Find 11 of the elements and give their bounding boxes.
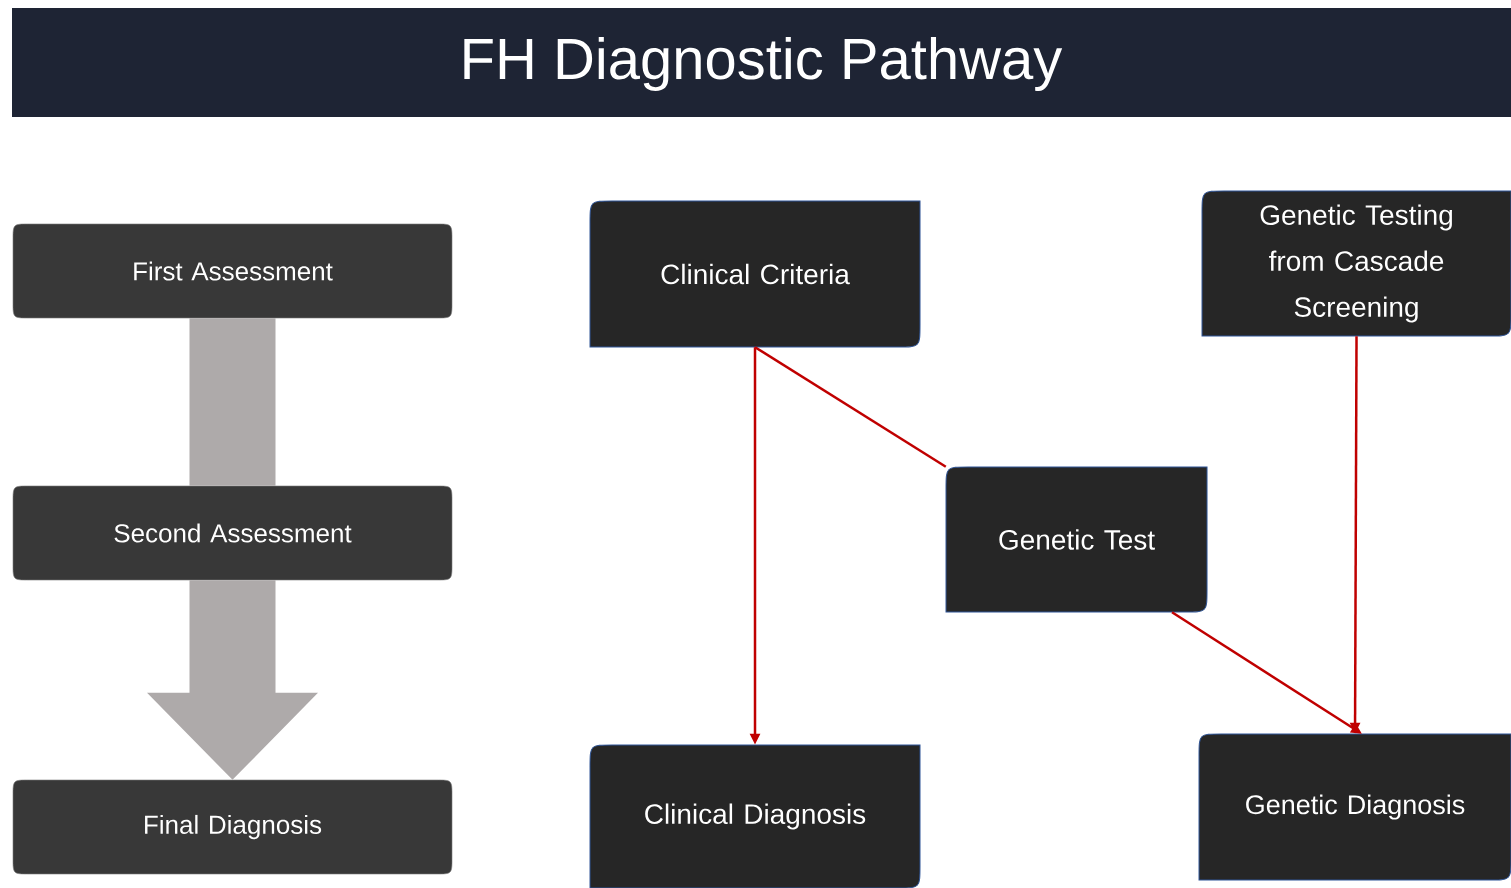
process-box: Genetic Test [945, 466, 1208, 613]
title-banner: FH Diagnostic Pathway [12, 8, 1511, 117]
process-box: Final Diagnosis [12, 779, 453, 875]
process-box: Clinical Criteria [589, 200, 921, 348]
process-box: Clinical Diagnosis [589, 744, 921, 888]
arrow [189, 318, 276, 486]
process-box: Second Assessment [12, 485, 453, 581]
process-box: Genetic Testing from Cascade Screening [1201, 190, 1511, 337]
process-box: First Assessment [12, 223, 453, 319]
process-box: Genetic Diagnosis [1198, 733, 1511, 881]
arrow [147, 580, 318, 780]
